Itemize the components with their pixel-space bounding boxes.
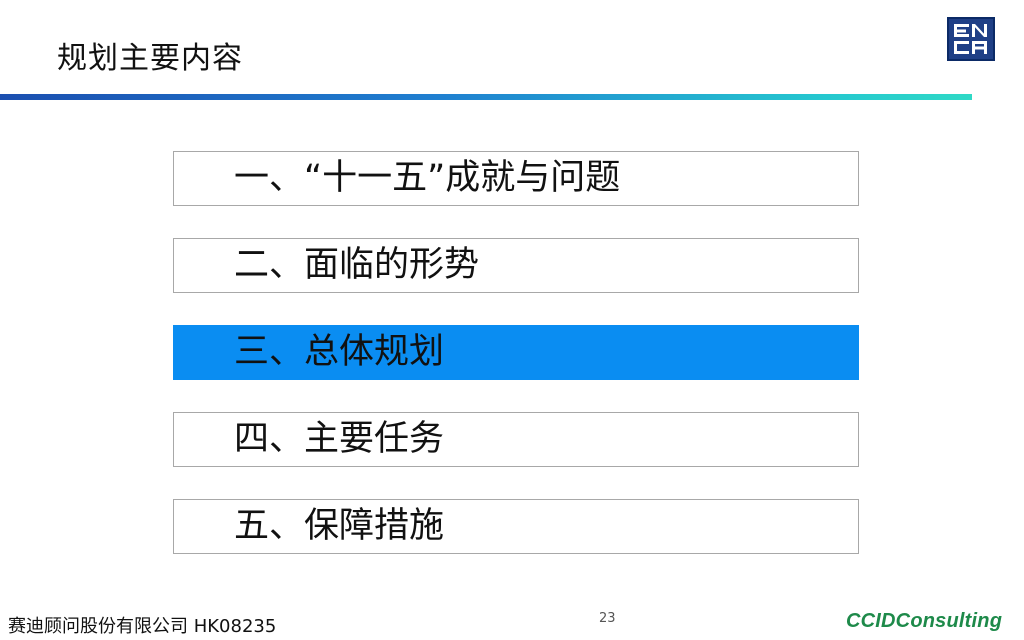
company-logo — [947, 17, 995, 61]
header-divider — [0, 94, 972, 100]
menu-item-label: 五、保障措施 — [234, 506, 445, 546]
menu-item-achievements[interactable]: 一、“十一五”成就与问题 — [173, 151, 859, 206]
page-number: 23 — [599, 611, 616, 626]
page-title: 规划主要内容 — [57, 41, 243, 76]
brand-logo: CCIDConsulting — [846, 610, 1003, 632]
menu-item-situation[interactable]: 二、面临的形势 — [173, 238, 859, 293]
logo-icon — [954, 24, 987, 54]
menu-item-label: 三、总体规划 — [234, 332, 445, 372]
footer-company: 赛迪顾问股份有限公司 HK08235 — [8, 616, 277, 637]
menu-item-safeguards[interactable]: 五、保障措施 — [173, 499, 859, 554]
menu-item-main-tasks[interactable]: 四、主要任务 — [173, 412, 859, 467]
menu-item-overall-plan[interactable]: 三、总体规划 — [173, 325, 859, 380]
menu-item-label: 四、主要任务 — [234, 419, 445, 459]
menu-item-label: 一、“十一五”成就与问题 — [234, 158, 621, 198]
menu-item-label: 二、面临的形势 — [234, 245, 480, 285]
